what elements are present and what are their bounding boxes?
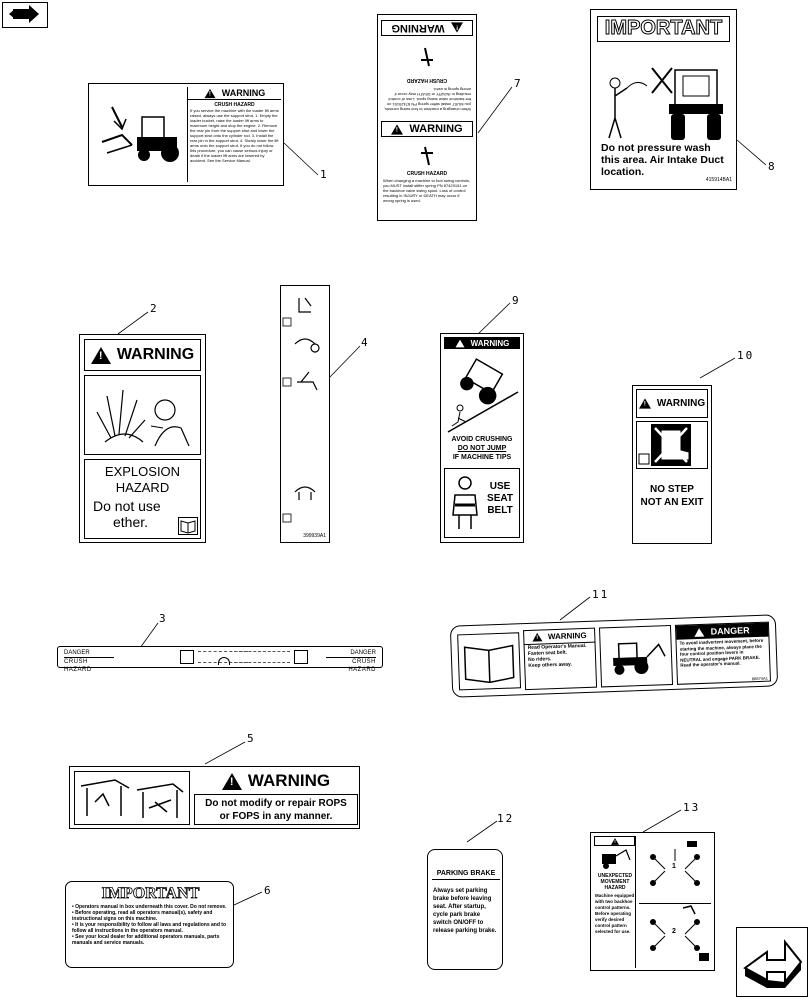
explosion-illustration	[84, 375, 201, 455]
warning-header: WARNING	[381, 121, 473, 137]
warning-triangle-icon	[450, 22, 463, 34]
callout-6: 6	[264, 884, 271, 897]
hazard-title: CRUSH HAZARD	[214, 102, 255, 108]
parking-brake-text: Always set parking brake before leaving …	[433, 888, 497, 934]
part-code: 88874A1	[751, 675, 768, 682]
hazard-title: CRUSH HAZARD	[406, 171, 448, 177]
decal-8-pressure-wash: IMPORTANT Do not pressure wash this area…	[590, 9, 737, 190]
warning-header: WARNING	[444, 337, 520, 349]
manual-book-icon	[699, 953, 709, 961]
decal-12-parking-brake: PARKING BRAKE Always set parking brake b…	[427, 849, 503, 970]
bullet-item: • See your local dealer for additional o…	[72, 934, 220, 946]
callout-13: 13	[683, 801, 701, 814]
warning-triangle-icon	[638, 398, 651, 409]
important-header: IMPORTANT	[597, 16, 730, 42]
control-pictograms	[282, 297, 320, 523]
swing-control-pictogram	[405, 143, 449, 169]
warning-header: WARNING	[84, 339, 201, 371]
callout-12: 12	[497, 812, 515, 825]
part-code: 399939A1	[303, 533, 326, 539]
decal-9-avoid-crushing: WARNING AVOID CRUSHING DO NOT JUMP IF MA…	[440, 333, 524, 543]
decal-2-explosion-hazard: WARNING EXPLOSION HAZARD Do not use ethe…	[79, 334, 206, 543]
hazard-pictogram	[294, 650, 308, 664]
callout-2: 2	[150, 302, 157, 315]
warning-text-block	[234, 651, 290, 663]
callout-7: 7	[514, 77, 521, 90]
control-pattern-1: 1	[639, 839, 711, 899]
pattern-number: 1	[672, 863, 676, 870]
center-notch	[218, 657, 230, 665]
warning-triangle-icon	[531, 632, 543, 642]
warning-triangle-icon	[221, 772, 242, 790]
warning-triangle-icon	[204, 88, 216, 98]
warning-triangle-icon	[610, 837, 619, 845]
callout-3: 3	[159, 612, 166, 625]
callout-11: 11	[592, 588, 610, 601]
next-arrow-icon[interactable]	[736, 927, 808, 997]
part-code: 415914BA1	[705, 177, 732, 183]
bullet-item: • It is your responsibility to follow al…	[72, 922, 226, 934]
decal-11-operator-manual-strip: WARNING Read Operator's Manual. Fasten s…	[449, 614, 779, 698]
callout-8: 8	[768, 160, 775, 173]
hazard-text: When changing a machine to foot swing co…	[383, 178, 471, 203]
folder-arrow-icon[interactable]	[2, 2, 48, 28]
warning-header: WARNING	[196, 771, 356, 791]
control-pattern-text: Machine equipped with two backhoe contro…	[595, 893, 635, 934]
bullet-item: • Before operating, read all operators m…	[72, 910, 213, 922]
hazard-text: If you service the machine with the load…	[190, 108, 279, 163]
rollover-illustration	[444, 352, 520, 436]
callout-5: 5	[247, 732, 254, 745]
manual-book-icon	[178, 517, 198, 535]
warning-item: Keep others away.	[528, 661, 572, 669]
seat-belt-panel: USE SEAT BELT	[444, 468, 520, 538]
warning-header: WARNING	[188, 87, 281, 100]
callout-10: 10	[737, 349, 755, 362]
hazard-pictogram	[180, 650, 194, 664]
warning-triangle-icon	[455, 339, 465, 347]
control-pattern-2: 2	[639, 903, 711, 963]
warning-triangle-icon	[90, 346, 111, 364]
callout-9: 9	[512, 294, 519, 307]
no-step-illustration	[636, 421, 708, 469]
decal-4-control-strip: 399939A1	[280, 285, 330, 543]
warning-triangle-icon	[694, 627, 705, 637]
no-step-text: NO STEP NOT AN EXIT	[640, 484, 704, 508]
loader-support-strut-illustration	[92, 87, 184, 182]
swing-control-pictogram	[405, 44, 449, 70]
decal-6-important-manual: IMPORTANT • Operators manual in box unde…	[65, 881, 234, 968]
decal-1-crush-hazard: WARNING CRUSH HAZARD If you service the …	[88, 83, 284, 186]
decal-3-danger-strip: DANGER CRUSH HAZARD DANGER CRUSH HAZARD	[57, 646, 383, 673]
decal-10-no-step: WARNING NO STEP NOT AN EXIT	[632, 385, 712, 544]
callout-1: 1	[320, 168, 327, 181]
warning-triangle-icon	[391, 123, 404, 135]
decal-7-crush-hazard-swing: When changing a machine to foot swing co…	[377, 14, 477, 221]
parking-brake-title: PARKING BRAKE	[432, 870, 500, 880]
pattern-number: 2	[672, 928, 676, 935]
pressure-wash-illustration	[597, 48, 730, 144]
callout-4: 4	[361, 336, 368, 349]
rops-illustration	[74, 771, 190, 825]
pressure-wash-text: Do not pressure wash this area. Air Inta…	[601, 142, 724, 178]
bullet-item: • Operators manual in box underneath thi…	[72, 904, 227, 910]
seat-belt-icon	[452, 476, 478, 529]
backhoe-illustration	[598, 624, 674, 688]
decal-5-rops-warning: WARNING Do not modify or repair ROPS or …	[69, 766, 360, 829]
decal-13-control-pattern: UNEXPECTED MOVEMENT HAZARD Machine equip…	[590, 832, 715, 971]
explosion-text: EXPLOSION HAZARD Do not use ether.	[84, 459, 201, 539]
warning-header	[594, 836, 635, 846]
warning-header: WARNING	[636, 389, 708, 418]
important-header: IMPORTANT	[101, 885, 200, 903]
manual-book-illustration	[457, 632, 522, 691]
backhoe-pictogram	[596, 848, 634, 870]
danger-text: To avoid inadvertent movement, before st…	[679, 637, 764, 668]
avoid-crushing-text: AVOID CRUSHING DO NOT JUMP IF MACHINE TI…	[451, 436, 513, 461]
rops-text: Do not modify or repair ROPS or FOPS in …	[194, 794, 358, 825]
